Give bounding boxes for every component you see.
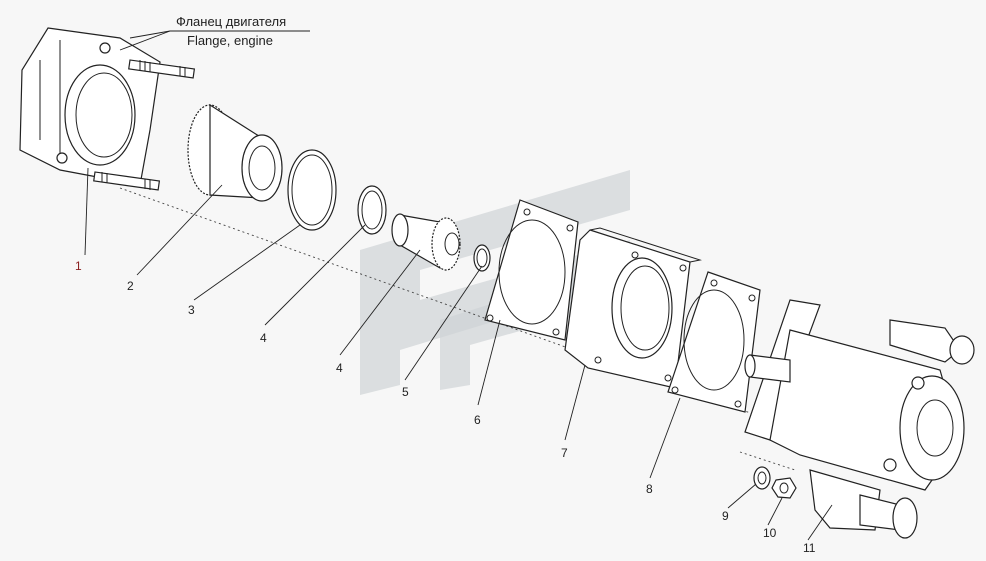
callout-5: 7 [561, 446, 568, 460]
leader-6 [404, 265, 483, 381]
drain-axis [739, 451, 796, 471]
callout-7: 4 [336, 361, 343, 375]
callout-4-front: 6 [474, 413, 481, 427]
leader-1 [807, 504, 833, 541]
flange-studs [93, 59, 196, 191]
flange-label-ru: Фланец двигателя [176, 14, 286, 29]
flange-label-leader-1 [119, 30, 171, 51]
drive-shaft-gear [391, 213, 461, 271]
leader-4b [649, 397, 681, 479]
flange-label-en: Flange, engine [187, 33, 273, 48]
adapter-flange [564, 227, 702, 389]
coupling-sleeve [187, 103, 283, 202]
callout-6: 5 [402, 385, 409, 399]
hex-nut [771, 477, 797, 499]
flange-label-leader-2 [129, 30, 171, 39]
small-ring [473, 244, 491, 272]
circlip [357, 185, 387, 235]
leader-5 [564, 364, 586, 441]
callout-1: 11 [803, 541, 816, 555]
gasket-front [484, 199, 579, 341]
callout-3: 9 [722, 509, 729, 523]
hydraulic-pump [744, 299, 975, 539]
washer [753, 466, 771, 490]
leader-8 [264, 224, 366, 326]
leader-10 [136, 184, 223, 276]
leader-11 [84, 167, 89, 256]
callout-11: 1 [75, 259, 82, 273]
engine-flange [19, 27, 161, 186]
callout-8: 4 [260, 331, 267, 345]
gasket-rear [667, 271, 761, 413]
leader-3 [727, 483, 757, 509]
leader-2 [767, 497, 783, 526]
callout-2: 10 [763, 526, 777, 540]
retaining-ring-large [287, 149, 337, 231]
leader-9 [193, 224, 301, 301]
leader-7 [339, 249, 421, 356]
leader-4a [477, 319, 501, 406]
callout-9: 3 [188, 303, 195, 317]
callout-4-rear: 8 [646, 482, 653, 496]
callout-10: 2 [127, 279, 134, 293]
